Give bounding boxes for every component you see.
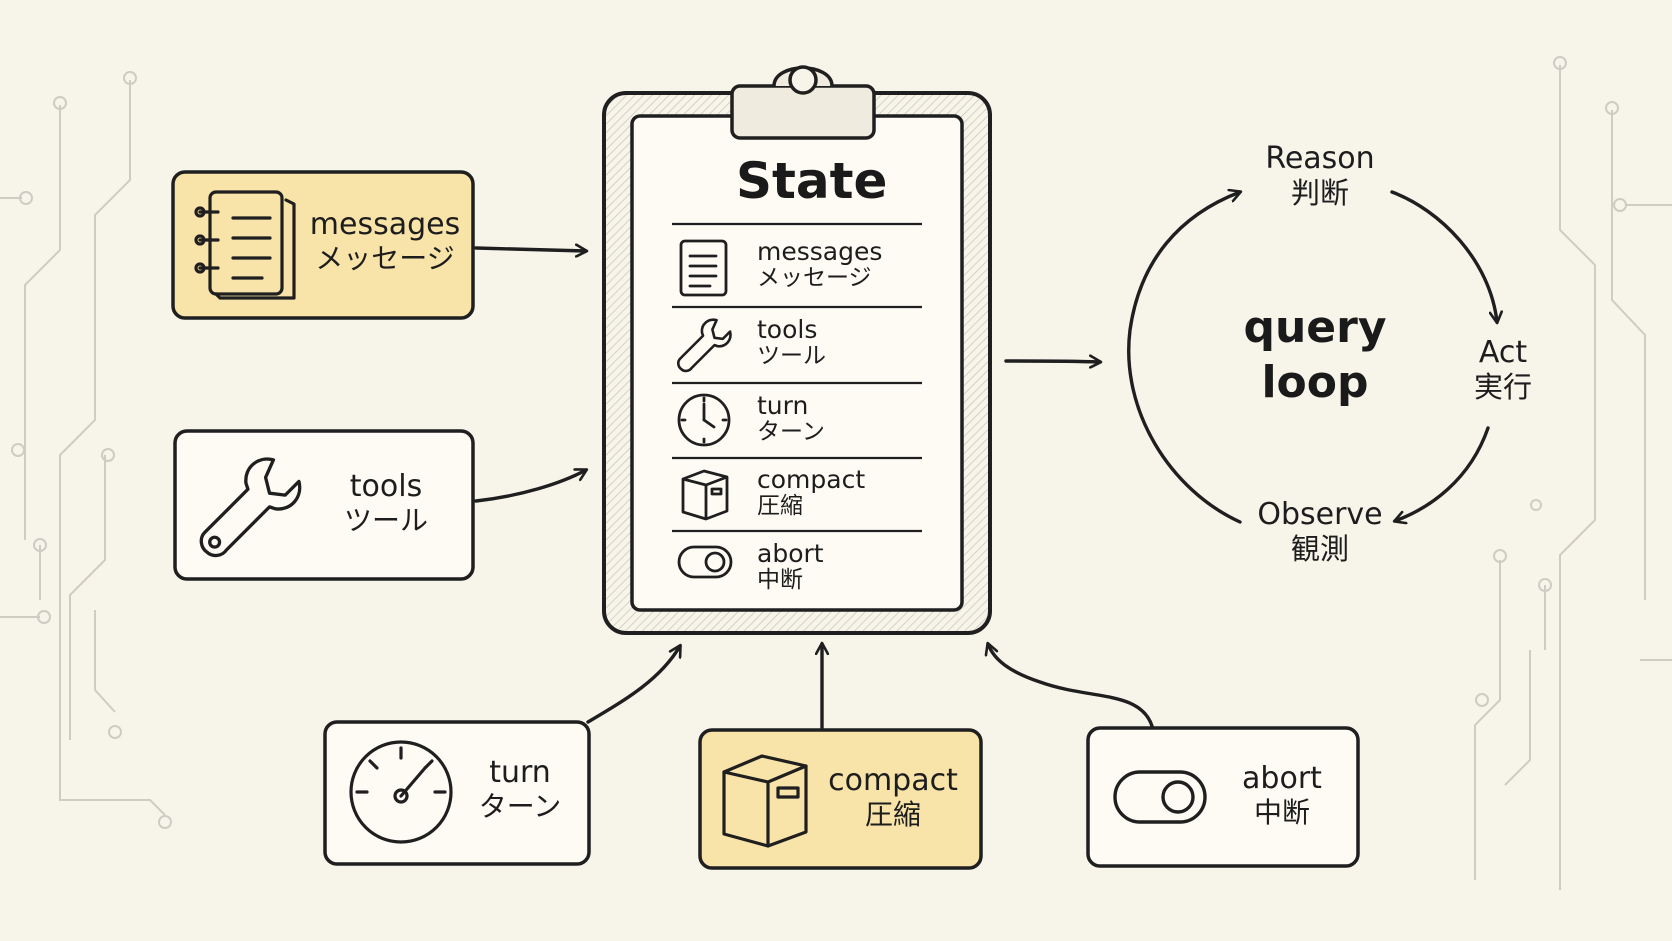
query-loop-line1: query [1243,302,1387,353]
clipboard-title: State [736,152,888,210]
wrench-icon [676,318,732,373]
input-card-turn [323,720,591,866]
input-messages-ja: メッセージ [315,241,455,275]
state-row-abort-ja: 中断 [757,566,803,593]
input-messages-en: messages [309,207,461,242]
box-icon [722,754,808,848]
state-row-tools: tools ツール [757,316,826,369]
gauge-icon [349,740,453,844]
box-icon [681,469,729,521]
input-label-messages: messages メッセージ [300,207,470,275]
input-turn-ja: ターン [478,789,562,823]
clipboard-clip [730,65,876,140]
input-abort-en: abort [1242,761,1322,796]
arrow-state-to-loop [1004,361,1100,362]
arrow-abort-to-state [988,644,1154,728]
state-row-turn-ja: ターン [757,418,825,445]
document-icon [679,239,728,297]
state-row-messages: messages メッセージ [757,238,882,291]
arrow-turn-to-state [586,646,680,724]
wrench-icon [199,457,302,558]
arrow-reason-to-act [1390,190,1497,322]
input-turn-en: turn [489,755,551,790]
input-card-abort [1086,726,1360,868]
state-row-messages-en: messages [757,237,883,266]
arrow-act-to-observe [1395,426,1490,521]
arrow-tools-to-state [474,470,586,503]
loop-observe-ja: 観測 [1290,531,1349,566]
input-label-tools: tools ツール [316,469,456,537]
input-arrows [474,248,1154,730]
state-row-messages-ja: メッセージ [757,264,872,291]
query-loop-line2: loop [1261,357,1369,408]
input-abort-ja: 中断 [1253,795,1310,829]
circuit-decoration-left [0,71,172,829]
clock-icon [677,393,731,447]
input-card-compact [698,728,983,870]
input-compact-en: compact [828,763,958,798]
state-row-compact: compact 圧縮 [757,466,865,519]
state-row-tools-ja: ツール [757,342,826,369]
arrow-observe-to-reason [1127,192,1240,524]
state-row-turn: turn ターン [757,392,825,445]
input-card-tools [173,429,475,581]
loop-observe-en: Observe [1257,497,1383,532]
arrow-messages-to-state [474,248,586,251]
query-loop-label: query loop [1225,300,1405,410]
state-row-compact-ja: 圧縮 [757,492,803,519]
state-row-turn-en: turn [757,391,809,420]
loop-step-act: Act 実行 [1455,335,1551,404]
state-clipboard [602,65,992,635]
input-label-compact: compact 圧縮 [818,763,968,831]
input-tools-en: tools [349,469,423,504]
loop-act-en: Act [1478,335,1528,370]
circuit-decoration-right [1474,56,1672,890]
state-row-compact-en: compact [757,465,866,494]
state-row-abort: abort 中断 [757,540,824,593]
loop-step-reason: Reason 判断 [1245,141,1395,210]
input-card-messages [171,170,475,320]
loop-arrows [1127,190,1497,524]
loop-act-ja: 実行 [1473,369,1532,404]
loop-step-observe: Observe 観測 [1240,497,1400,566]
loop-reason-en: Reason [1265,141,1375,176]
notebook-icon [194,190,296,300]
input-compact-ja: 圧縮 [864,797,921,831]
input-label-turn: turn ターン [465,755,575,823]
toggle-icon [1113,770,1207,824]
input-tools-ja: ツール [343,503,428,537]
toggle-icon [677,545,733,579]
state-row-abort-en: abort [757,539,824,568]
state-row-tools-en: tools [757,315,818,344]
loop-reason-ja: 判断 [1290,175,1349,210]
input-label-abort: abort 中断 [1222,761,1342,829]
